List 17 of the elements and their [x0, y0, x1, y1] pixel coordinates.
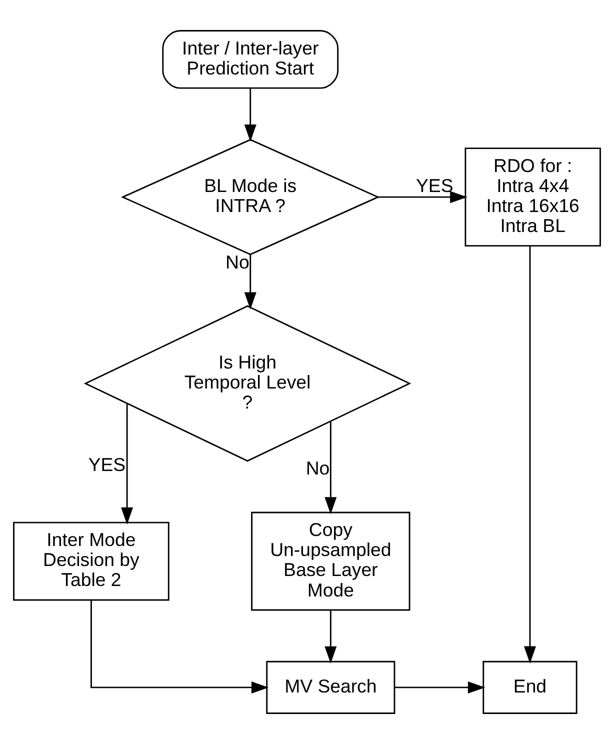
- arrow: [324, 610, 337, 664]
- node-diamond: BL Mode is INTRA ?: [121, 138, 380, 255]
- node-box: Inter Mode Decision by Table 2: [13, 521, 170, 600]
- arrow: [394, 680, 486, 693]
- node-box: Inter / Inter-layer Prediction Start: [162, 30, 339, 88]
- arrow: [121, 403, 134, 524]
- node-box: RDO for : Intra 4x4 Intra 16x16 Intra BL: [464, 147, 601, 246]
- node-box: End: [482, 660, 578, 714]
- arrow: [378, 190, 468, 203]
- edge-label: YES: [416, 174, 454, 196]
- arrow: [90, 600, 269, 693]
- arrow: [524, 245, 536, 664]
- arrow: [244, 254, 256, 309]
- node-box: Copy Un-upsampled Base Layer Mode: [251, 511, 410, 610]
- arrow: [324, 420, 337, 514]
- arrow: [244, 88, 256, 142]
- node-box: MV Search: [266, 660, 396, 714]
